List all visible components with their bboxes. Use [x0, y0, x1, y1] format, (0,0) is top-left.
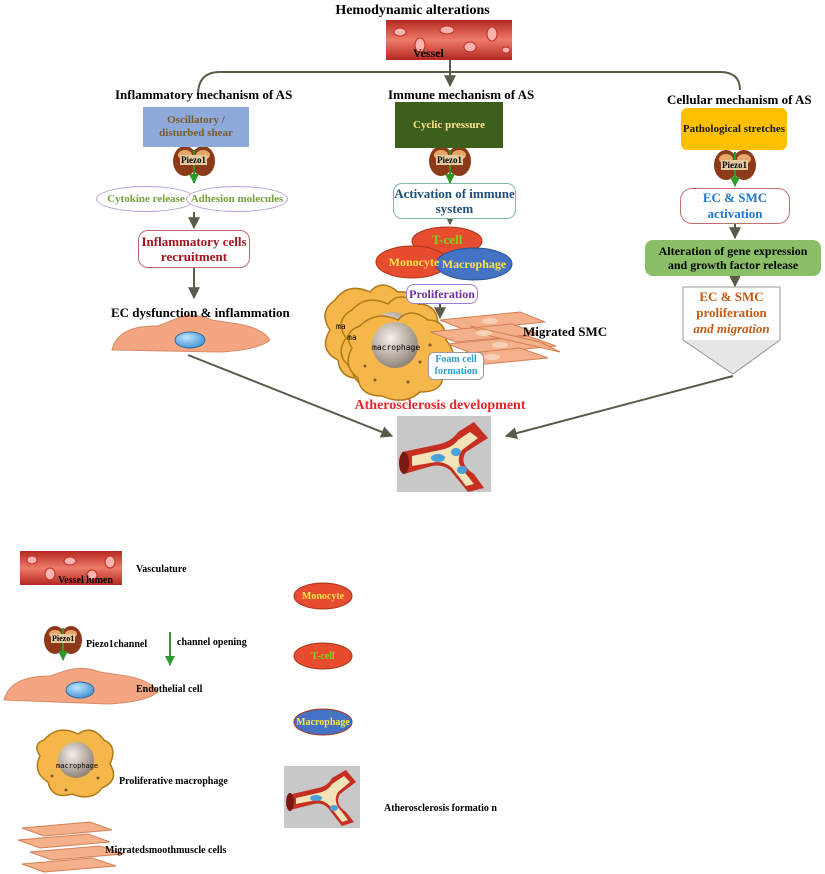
legend-endothelial-cell: [3, 667, 159, 705]
inflammatory-title: Inflammatory mechanism of AS: [115, 87, 293, 102]
legend-piezo-chip-label: Piezo1: [51, 634, 76, 643]
vessel-banner: [386, 20, 512, 60]
legend-tcell-label: T-cell: [311, 650, 335, 662]
immune-activation-box: Activation of immune system: [393, 183, 516, 219]
prolif-line-3: and migration: [693, 321, 770, 336]
legend-smc-cells: [17, 821, 125, 873]
piezo1-label-middle: Piezo1: [436, 155, 463, 165]
immune-title: Immune mechanism of AS: [388, 87, 535, 102]
cytokine-adhesion-group: Cytokine release Adhesion molecules: [96, 186, 288, 212]
legend-vessel-lumen-label: Vessel lumen: [58, 575, 113, 586]
macrophage-cell-label: macrophage: [372, 343, 421, 352]
converging-arrows: [187, 354, 734, 440]
legend-vasculature-label: Vasculature: [136, 564, 187, 575]
macrophage-label: Macrophage: [441, 256, 507, 271]
cellular-title: Cellular mechanism of AS: [667, 92, 812, 107]
migrated-smc-label: Migrated SMC: [523, 324, 608, 339]
page-title: Hemodynamic alterations: [335, 3, 490, 18]
vessel-label: Vessel: [413, 46, 444, 60]
legend-piezo-channel-label: Piezo1channel: [86, 639, 148, 650]
legend-channel-opening-label: channel opening: [177, 637, 247, 648]
piezo1-label-right: Piezo1: [721, 160, 748, 170]
legend-atherosclerosis-label: Atherosclerosis formatio n: [384, 803, 497, 814]
cytokine-release-oval: Cytokine release: [96, 186, 196, 212]
proliferative-macrophages: [324, 284, 454, 401]
legend-proliferative-macrophage-label: Proliferative macrophage: [119, 776, 228, 787]
proliferation-migration-text: EC & SMC proliferation and migration: [683, 289, 780, 337]
ma-label-2: ma: [347, 333, 357, 342]
foam-cell-box: Foam cell formation: [428, 352, 484, 380]
legend-monocyte-oval: [293, 582, 353, 610]
legend-vessel: [20, 551, 122, 585]
ec-smc-activation-box: EC & SMC activation: [680, 188, 790, 224]
gene-expression-box: Alteration of gene expression and growth…: [645, 240, 821, 276]
prolif-line-1: EC & SMC: [699, 289, 764, 304]
legend-macrophage: [36, 729, 115, 798]
oscillatory-shear-box: Oscillatory / disturbed shear: [143, 107, 249, 147]
legend-monocyte-label: Monocyte: [301, 590, 345, 602]
piezo1-label-left: Piezo1: [180, 155, 207, 165]
legend-piezo-icon: [44, 626, 82, 661]
tcell-label: T-cell: [431, 232, 463, 247]
cyclic-pressure-box: Cyclic pressure: [395, 102, 503, 148]
legend-smc-label: Migratedsmoothmuscle cells: [105, 845, 227, 856]
monocyte-label: Monocyte: [388, 254, 440, 269]
ma-label-1: ma: [336, 322, 346, 331]
proliferation-box: Proliferation: [406, 284, 478, 304]
legend-tcell-oval: [293, 642, 353, 670]
legend-endothelial-label: Endothelial cell: [136, 684, 203, 695]
macrophage-oval: [435, 247, 513, 281]
prolif-line-2: proliferation: [696, 305, 767, 320]
pathological-stretches-box: Pathological stretches: [681, 108, 787, 150]
legend-macrophage-label: Macrophage: [296, 716, 350, 728]
top-connector: [197, 60, 741, 96]
adhesion-molecules-oval: Adhesion molecules: [186, 186, 288, 212]
ec-dysfunction-label: EC dysfunction & inflammation: [111, 305, 290, 320]
legend-atherosclerosis-image: [284, 766, 360, 828]
atherosclerosis-development-label: Atherosclerosis development: [354, 398, 526, 413]
endothelial-cell: [111, 314, 271, 353]
legend-macro-chip-label: macrophage: [56, 762, 99, 770]
atherosclerosis-image: [397, 416, 491, 492]
inflammatory-recruitment-box: Inflammatory cells recruitment: [138, 230, 250, 268]
legend-macrophage-oval: [293, 708, 353, 736]
